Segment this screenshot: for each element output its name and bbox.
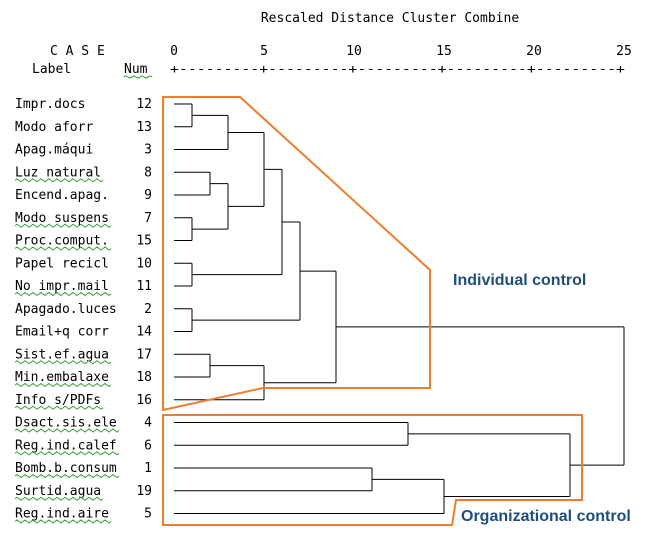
- case-number: 12: [136, 97, 152, 112]
- label-underline: [14, 360, 112, 365]
- tick-label-10: 10: [346, 44, 362, 59]
- case-number: 19: [136, 484, 152, 499]
- num-column-header: Num: [124, 62, 148, 77]
- case-label: Surtid.agua: [15, 484, 101, 499]
- tick-label-0: 0: [170, 44, 178, 59]
- case-number: 7: [144, 211, 152, 226]
- case-label: Info s/PDFs: [15, 393, 101, 408]
- case-label: Apag.máqui: [15, 143, 93, 158]
- case-label: Bomb.b.consum: [15, 461, 117, 476]
- case-number: 15: [136, 234, 152, 249]
- label-underline: [14, 473, 120, 479]
- label-underline: [14, 496, 104, 501]
- case-label: Papel recicl: [15, 256, 109, 271]
- case-number: 10: [136, 256, 152, 271]
- case-label: Dsact.sis.ele: [15, 416, 117, 431]
- case-label: Email+q corr: [15, 325, 109, 340]
- case-number: 11: [136, 279, 152, 294]
- case-number: 16: [136, 393, 152, 408]
- group-label-individual: Individual control: [453, 272, 586, 289]
- label-underline: [14, 405, 104, 410]
- case-number: 17: [136, 347, 152, 362]
- case-number: 13: [136, 120, 152, 135]
- label-underline: [14, 451, 120, 456]
- case-label: No impr.mail: [15, 279, 109, 294]
- case-number: 9: [144, 188, 152, 203]
- case-number: 3: [144, 143, 152, 158]
- case-label: Min.embalaxe: [15, 370, 109, 385]
- axis-tick-labels: 0 5 10 15 20 25: [170, 44, 632, 59]
- case-label: Reg.ind.calef: [15, 438, 117, 453]
- label-underline: [14, 291, 112, 297]
- label-underline: [14, 382, 112, 388]
- individual-control-outline: [162, 96, 431, 412]
- case-label: Apagado.luces: [15, 302, 117, 317]
- case-label: Luz natural: [15, 165, 101, 180]
- label-underline: [14, 178, 104, 183]
- label-underline: [14, 223, 112, 228]
- group-label-organizational: Organizational control: [461, 508, 631, 525]
- case-number: 18: [136, 370, 152, 385]
- tick-label-15: 15: [436, 44, 452, 59]
- tick-label-25: 25: [616, 44, 632, 59]
- num-header-underline: [123, 75, 153, 79]
- chart-title: Rescaled Distance Cluster Combine: [261, 11, 519, 26]
- label-column-header: Label: [32, 62, 71, 77]
- case-label: Sist.ef.agua: [15, 347, 109, 362]
- group-outlines: [162, 96, 583, 526]
- case-label: Proc.comput.: [15, 234, 109, 249]
- case-number: 1: [144, 461, 152, 476]
- case-label: Modo aforr: [15, 120, 93, 135]
- case-header: C A S E: [50, 44, 105, 59]
- case-label: Encend.apag.: [15, 188, 109, 203]
- case-number: 2: [144, 302, 152, 317]
- organizational-control-outline: [162, 414, 583, 526]
- case-number: 6: [144, 438, 152, 453]
- case-number: 8: [144, 165, 152, 180]
- label-underline: [14, 519, 112, 524]
- label-underline: [14, 246, 112, 251]
- case-number: 5: [144, 507, 152, 522]
- label-underline: [14, 428, 120, 433]
- case-label: Modo suspens: [15, 211, 109, 226]
- case-label: Reg.ind.aire: [15, 507, 109, 522]
- tick-label-20: 20: [526, 44, 542, 59]
- axis-rule: +---------+---------+---------+---------…: [170, 62, 625, 76]
- case-number: 4: [144, 416, 152, 431]
- tick-label-5: 5: [260, 44, 268, 59]
- case-label: Impr.docs: [15, 97, 85, 112]
- case-number: 14: [136, 325, 152, 340]
- dendrogram-tree: [174, 103, 625, 514]
